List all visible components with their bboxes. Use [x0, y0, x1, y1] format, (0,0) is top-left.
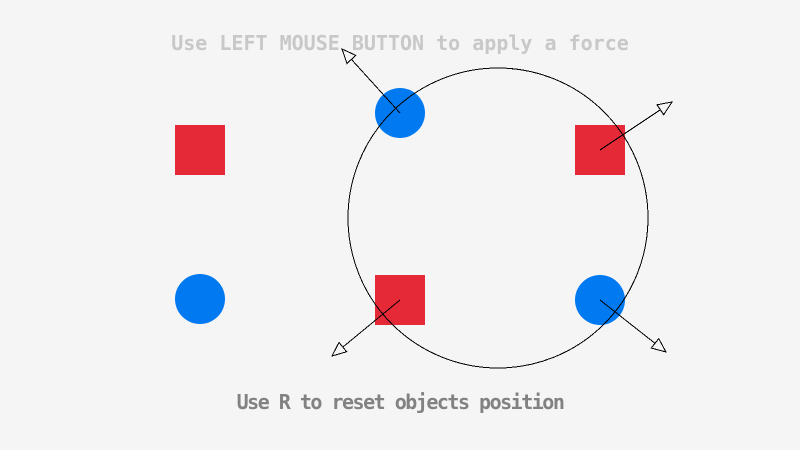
- instruction-apply-force: Use LEFT MOUSE BUTTON to apply a force: [171, 31, 629, 55]
- physics-square-red[interactable]: [175, 125, 225, 175]
- physics-square-red[interactable]: [375, 275, 425, 325]
- physics-circle-blue[interactable]: [375, 88, 425, 138]
- arrowhead-icon: [650, 337, 667, 353]
- physics-square-red[interactable]: [575, 125, 625, 175]
- arrowhead-icon: [656, 101, 674, 116]
- arrowhead-icon: [331, 341, 348, 357]
- physics-circle-blue[interactable]: [575, 275, 625, 325]
- physics-circle-blue[interactable]: [175, 274, 225, 324]
- instruction-reset: Use R to reset objects position: [236, 390, 565, 414]
